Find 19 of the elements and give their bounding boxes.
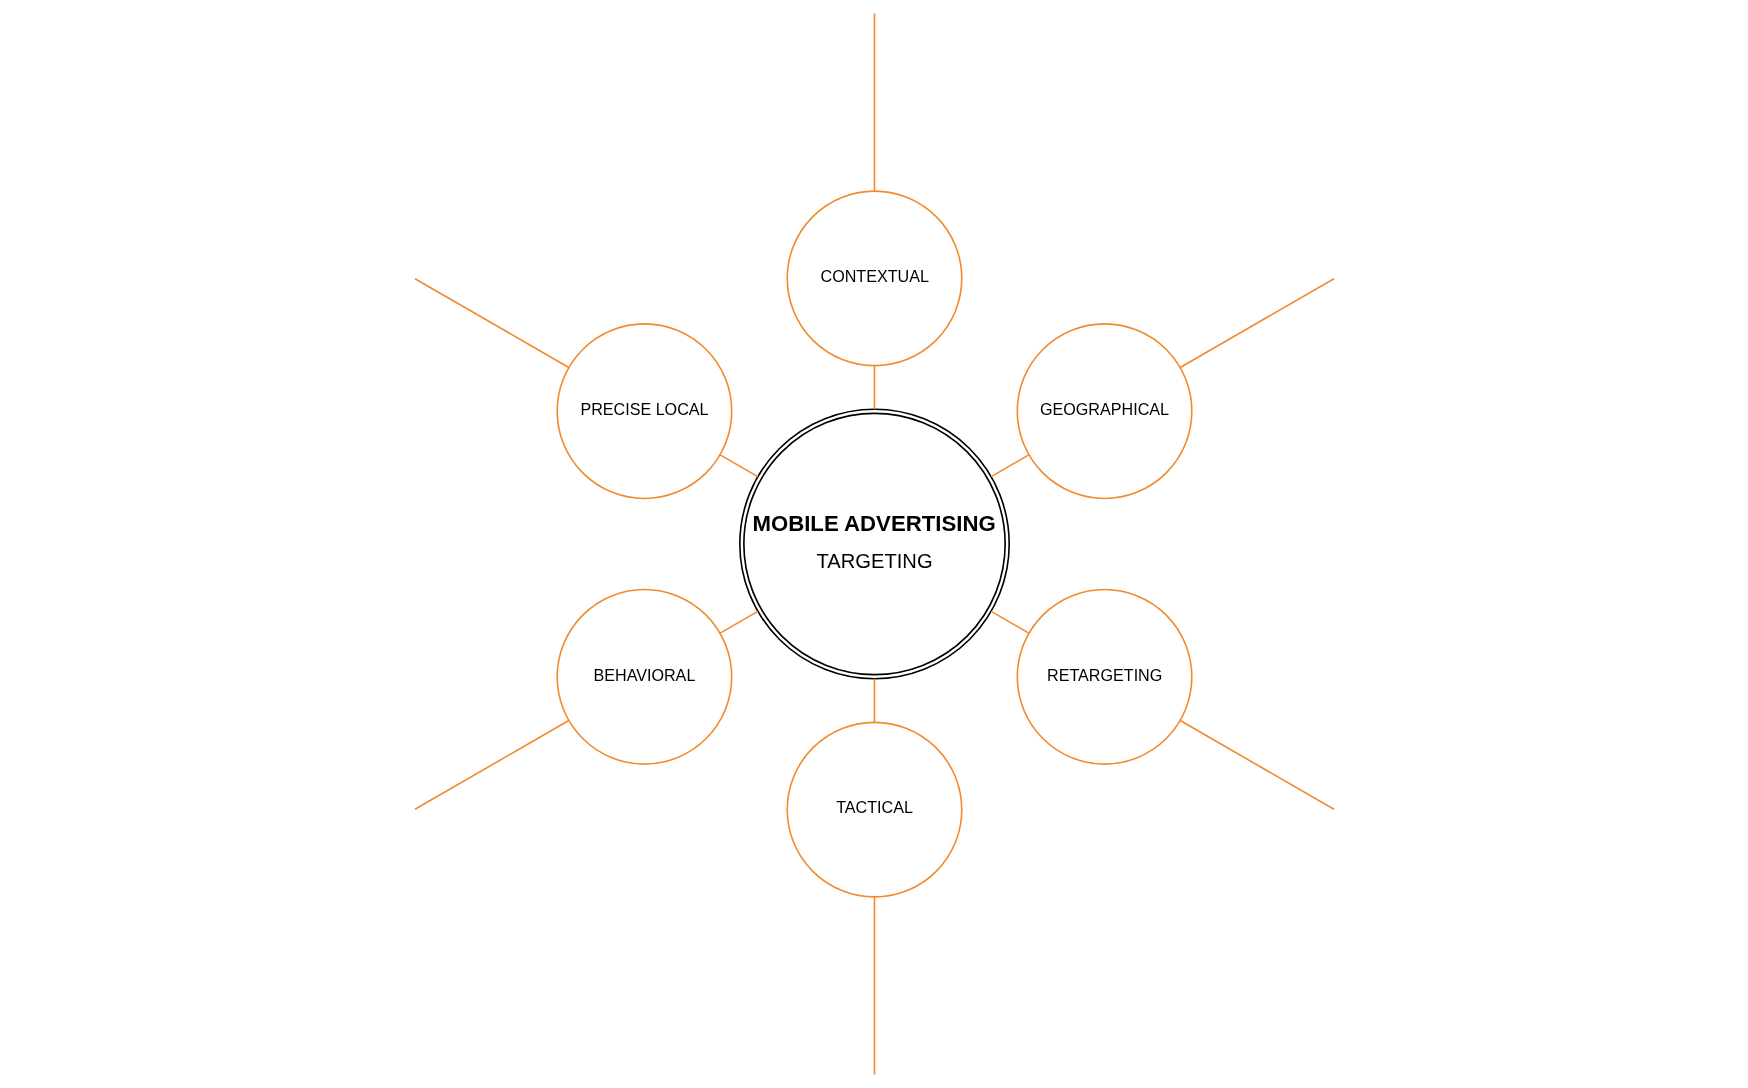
node-circle: TACTICAL (785, 721, 963, 898)
connector (413, 277, 570, 369)
node-circle: RETARGETING (1015, 588, 1193, 765)
connector (873, 364, 875, 411)
node-circle: GEOGRAPHICAL (1015, 323, 1193, 500)
node-circle: CONTEXTUAL (785, 190, 963, 367)
node-circle: MOBILE ADVERTISING TARGETING (738, 408, 1010, 680)
connector (873, 12, 875, 192)
connector (873, 677, 875, 724)
connector (718, 454, 759, 478)
connector (1178, 719, 1335, 811)
node-circle: BEHAVIORAL (555, 588, 733, 765)
connector (989, 454, 1030, 478)
connector (413, 719, 570, 811)
connector (873, 896, 875, 1076)
connector (1178, 277, 1335, 369)
connector (989, 610, 1030, 634)
connector (718, 610, 759, 634)
node-circle: PRECISE LOCAL (555, 323, 733, 500)
